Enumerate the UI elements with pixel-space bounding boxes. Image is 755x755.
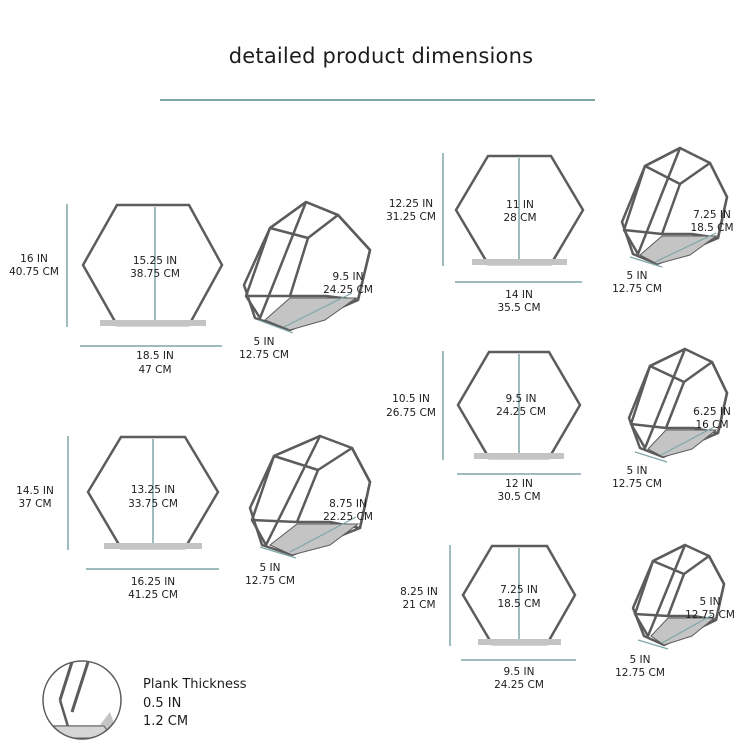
width-cm: 24.25 CM	[494, 679, 544, 691]
plank-thickness-label: Plank Thickness	[143, 677, 247, 692]
inner-height-cm: 38.75 CM	[130, 268, 180, 280]
side-cm: 16 CM	[695, 419, 728, 431]
side-cm: 24.25 CM	[323, 284, 373, 296]
side-dimension-line	[660, 426, 715, 456]
depth-inches: 5 IN	[627, 465, 648, 477]
side-dimension-line	[661, 614, 713, 644]
depth-dimension-line	[257, 319, 294, 334]
side-inches: 6.25 IN	[693, 406, 731, 418]
inner-height-cm: 33.75 CM	[128, 498, 178, 510]
side-dimension-line	[289, 516, 357, 553]
plank-thickness-inches: 0.5 IN	[143, 696, 181, 711]
height-cm: 26.75 CM	[386, 407, 436, 419]
depth-cm: 12.75 CM	[239, 349, 289, 361]
width-cm: 30.5 CM	[497, 491, 540, 503]
shelf-smallest-group: 8.25 IN 21 CM 7.25 IN 18.5 CM 9.5 IN 24.…	[400, 543, 735, 691]
depth-dimension-line	[637, 639, 669, 650]
height-inches: 14.5 IN	[16, 485, 54, 497]
front-view-hexagon	[454, 154, 585, 266]
width-inches: 9.5 IN	[504, 666, 535, 678]
width-inches: 18.5 IN	[136, 350, 174, 362]
depth-cm: 12.75 CM	[612, 478, 662, 490]
plank-thickness-cm: 1.2 CM	[143, 714, 188, 729]
inner-height-cm: 24.25 CM	[496, 406, 546, 418]
depth-cm: 12.75 CM	[615, 667, 665, 679]
width-cm: 47 CM	[138, 364, 171, 376]
inner-height-inches: 7.25 IN	[500, 584, 538, 596]
front-view-hexagon	[456, 350, 582, 460]
front-view-hexagon	[461, 544, 577, 646]
front-view-hexagon	[81, 203, 224, 327]
shelf-small-group: 12.25 IN 31.25 CM 11 IN 28 CM 14 IN 35.5…	[386, 146, 734, 314]
title-underline	[160, 99, 595, 101]
inner-height-cm: 28 CM	[503, 212, 536, 224]
side-inches: 5 IN	[700, 596, 721, 608]
inner-height-cm: 18.5 CM	[497, 598, 540, 610]
depth-dimension-line	[634, 451, 668, 463]
side-inches: 8.75 IN	[329, 498, 367, 510]
depth-inches: 5 IN	[254, 336, 275, 348]
depth-cm: 12.75 CM	[245, 575, 295, 587]
plank-thickness-callout: Plank Thickness 0.5 IN 1.2 CM	[42, 660, 247, 740]
depth-inches: 5 IN	[627, 270, 648, 282]
height-cm: 37 CM	[18, 498, 51, 510]
side-dimension-line	[283, 292, 353, 328]
side-cm: 22.25 CM	[323, 511, 373, 523]
width-inches: 16.25 IN	[131, 576, 175, 588]
inner-height-inches: 15.25 IN	[133, 255, 177, 267]
side-inches: 9.5 IN	[333, 271, 364, 283]
inner-height-inches: 13.25 IN	[131, 484, 175, 496]
shelf-medium-group: 14.5 IN 37 CM 13.25 IN 33.75 CM 16.25 IN…	[16, 434, 373, 601]
shelf-smaller-group: 10.5 IN 26.75 CM 9.5 IN 24.25 CM 12 IN 3…	[386, 347, 731, 503]
side-inches: 7.25 IN	[693, 209, 731, 221]
inner-height-inches: 11 IN	[506, 199, 534, 211]
height-inches: 16 IN	[20, 253, 48, 265]
width-cm: 41.25 CM	[128, 589, 178, 601]
plank	[639, 235, 718, 265]
depth-dimension-line	[629, 256, 663, 268]
inner-height-inches: 9.5 IN	[506, 393, 537, 405]
side-cm: 12.75 CM	[685, 609, 735, 621]
height-cm: 31.25 CM	[386, 211, 436, 223]
shelf-large-group: 16 IN 40.75 CM 15.25 IN 38.75 CM 18.5 IN…	[9, 200, 373, 376]
perspective-view-hexagon	[242, 200, 372, 332]
side-cm: 18.5 CM	[690, 222, 733, 234]
front-view-hexagon	[86, 435, 220, 550]
depth-inches: 5 IN	[260, 562, 281, 574]
height-cm: 21 CM	[402, 599, 435, 611]
height-inches: 8.25 IN	[400, 586, 438, 598]
height-inches: 12.25 IN	[389, 198, 433, 210]
depth-inches: 5 IN	[630, 654, 651, 666]
height-inches: 10.5 IN	[392, 393, 430, 405]
width-inches: 12 IN	[505, 478, 533, 490]
side-dimension-line	[654, 232, 717, 263]
width-cm: 35.5 CM	[497, 302, 540, 314]
width-inches: 14 IN	[505, 289, 533, 301]
depth-cm: 12.75 CM	[612, 283, 662, 295]
depth-dimension-line	[259, 546, 297, 559]
page-title: detailed product dimensions	[228, 44, 534, 68]
height-cm: 40.75 CM	[9, 266, 59, 278]
